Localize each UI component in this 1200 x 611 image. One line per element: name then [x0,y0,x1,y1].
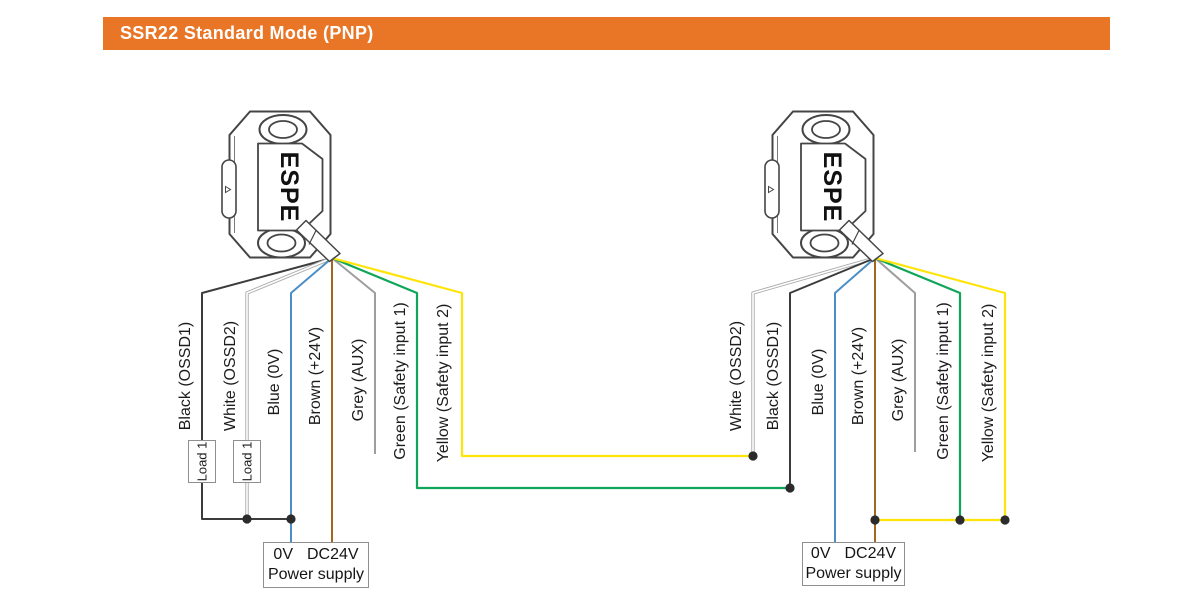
power-supply-right: 0V DC24V Power supply [802,542,905,586]
wire-label-left-white-ossd2: White (OSSD2) [222,320,239,432]
wire-left-black-return [201,483,291,520]
wire-label-right-white-ossd2: White (OSSD2) [728,320,745,432]
power-supply-left: 0V DC24V Power supply [263,542,369,588]
load-box-2: Load 1 [233,440,261,483]
wire-label-left-black-ossd1: Black (OSSD1) [177,321,194,431]
wire-label-left-blue-0v: Blue (0V) [266,348,283,416]
wire-left-white-ossd2-core [246,257,333,440]
wire-label-right-black-ossd1: Black (OSSD1) [765,321,782,431]
wire-right-grey-aux [874,257,916,452]
wire-label-right-blue-0v: Blue (0V) [810,348,827,416]
wire-left-blue-0v [290,257,333,542]
wire-left-green-si1 [331,256,790,490]
wire-left-grey-aux [331,257,376,454]
page-title: SSR22 Standard Mode (PNP) [120,23,374,43]
wire-label-right-yellow-si2: Yellow (Safety input 2) [980,303,997,463]
load-box-1-label: Load 1 [194,441,210,482]
junction-dot [870,515,880,525]
wire-left-yellow-si2 [331,256,753,458]
wire-right-blue-0v [834,257,876,542]
terminal-0v: 0V [810,545,831,562]
junction-dot [242,514,252,524]
load-box-2-label: Load 1 [239,441,255,482]
wire-label-right-brown-24v: Brown (+24V) [850,326,867,426]
wire-right-green-si1 [874,256,962,520]
title-bar: SSR22 Standard Mode (PNP) [103,17,1110,50]
junction-dots [242,451,1010,525]
power-supply-right-terminals: 0V DC24V [811,544,896,564]
right-sensor-device [764,110,884,263]
wire-right-black-ossd1 [789,257,876,488]
wire-label-left-brown-24v: Brown (+24V) [307,326,324,426]
wire-label-left-grey-aux: Grey (AUX) [350,338,367,422]
terminal-dc24v: DC24V [844,545,897,562]
right-wires [751,256,1007,542]
left-wires [201,256,790,542]
terminal-dc24v: DC24V [307,546,359,563]
left-sensor-device [221,110,341,263]
junction-dot [286,514,296,524]
wire-right-yellow-si2 [874,256,1007,520]
junction-dot [955,515,965,525]
wire-label-left-green-si1: Green (Safety input 1) [392,302,409,460]
wire-left-black-ossd1 [201,257,333,440]
load-box-1: Load 1 [188,440,216,483]
junction-dot [785,483,795,493]
terminal-0v: 0V [273,546,293,563]
wire-label-right-green-si1: Green (Safety input 1) [935,302,952,460]
wire-label-left-yellow-si2: Yellow (Safety input 2) [435,303,452,463]
wire-label-right-grey-aux: Grey (AUX) [890,338,907,422]
power-supply-left-label: Power supply [267,566,365,583]
wire-right-white-ossd2-core [752,257,876,456]
power-supply-left-terminals: 0V DC24V [273,545,358,565]
junction-dot [748,451,758,461]
power-supply-right-label: Power supply [805,565,902,582]
junction-dot [1000,515,1010,525]
